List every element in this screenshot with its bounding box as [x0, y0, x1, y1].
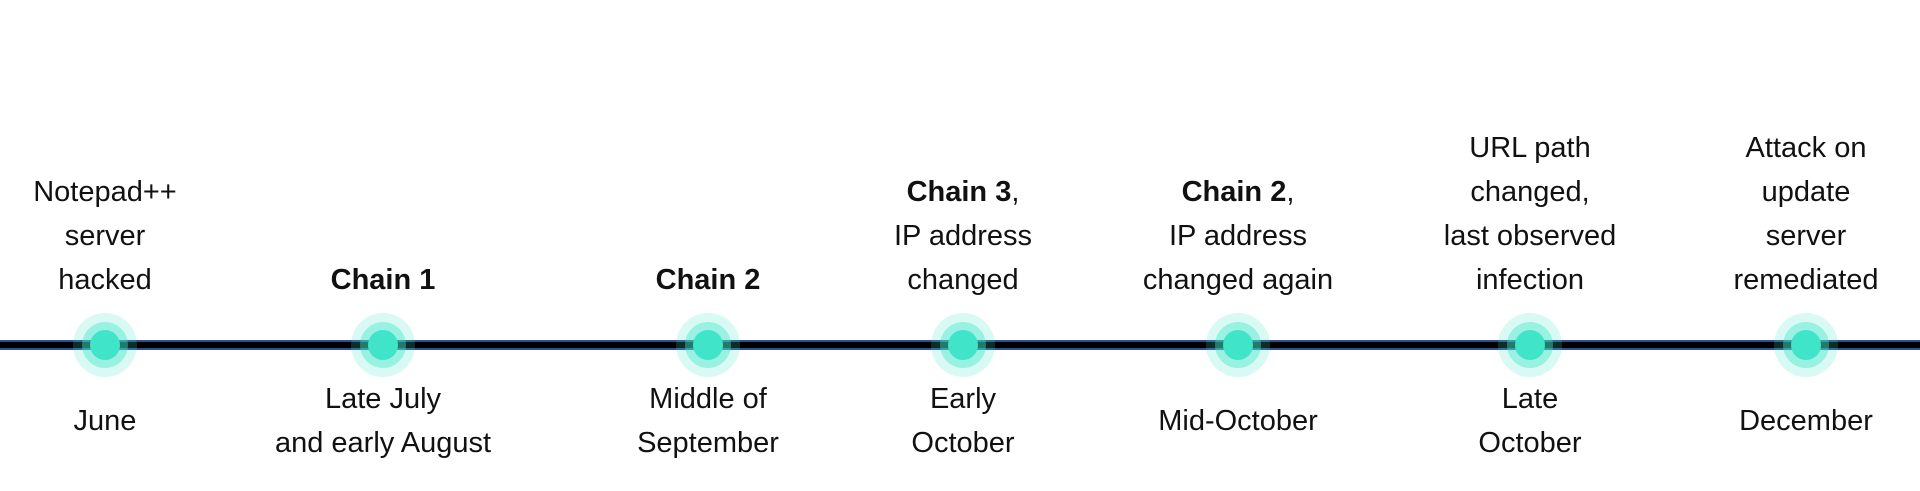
event-date: Middle of September [637, 382, 779, 459]
event-title: Notepad++ server hacked [0, 170, 255, 302]
event-title: Chain 3, IP address changed [813, 170, 1113, 302]
timeline-event-chain3-ip-changed: Chain 3, IP address changed Early Octobe… [813, 0, 1113, 491]
event-date: Mid-October [1158, 404, 1318, 437]
timeline-event-attack-remediated: Attack on update server remediated Decem… [1656, 0, 1920, 491]
event-title: Chain 2, IP address changed again [1088, 170, 1388, 302]
timeline-node-icon [1223, 330, 1253, 360]
timeline-event-chain1: Chain 1 Late July and early August [233, 0, 533, 491]
event-date: June [73, 404, 137, 437]
timeline-node-icon [90, 330, 120, 360]
event-title-rest: Attack on update server remediated [1733, 131, 1879, 296]
event-date: Late October [1478, 382, 1582, 459]
timeline-event-url-path-changed: URL path changed, last observed infectio… [1380, 0, 1680, 491]
event-title-bold: Chain 3 [906, 175, 1012, 208]
timeline-node-icon [368, 330, 398, 360]
event-title: Attack on update server remediated [1656, 126, 1920, 302]
event-date: Early October [911, 382, 1015, 459]
timeline-event-notepad-hacked: Notepad++ server hacked June [0, 0, 255, 491]
timeline-node-icon [693, 330, 723, 360]
timeline-event-chain2: Chain 2 Middle of September [558, 0, 858, 491]
event-title-rest: URL path changed, last observed infectio… [1443, 131, 1617, 296]
event-title-rest: Notepad++ server hacked [33, 175, 177, 296]
event-title-bold: Chain 1 [330, 263, 436, 296]
timeline-node-icon [1791, 330, 1821, 360]
timeline-node-icon [948, 330, 978, 360]
event-title: URL path changed, last observed infectio… [1380, 126, 1680, 302]
event-date: December [1739, 404, 1873, 437]
event-title-bold: Chain 2 [1181, 175, 1287, 208]
timeline-node-icon [1515, 330, 1545, 360]
timeline-event-chain2-ip-changed-again: Chain 2, IP address changed again Mid-Oc… [1088, 0, 1388, 491]
event-date: Late July and early August [274, 382, 492, 459]
event-title-rest: , IP address changed again [1142, 175, 1334, 296]
event-title-rest: , IP address changed [893, 175, 1033, 296]
event-title: Chain 2 [558, 258, 858, 302]
event-title-bold: Chain 2 [655, 263, 761, 296]
event-title: Chain 1 [233, 258, 533, 302]
